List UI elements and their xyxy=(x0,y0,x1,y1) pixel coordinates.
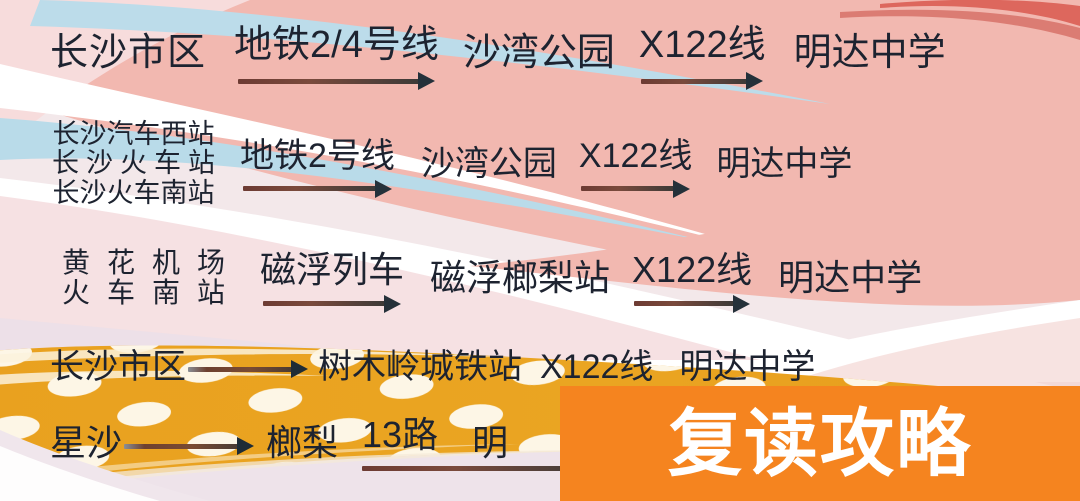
route-5-step-3-label: 明 xyxy=(472,421,509,463)
route-4-step-2-label: X122线 xyxy=(540,347,654,386)
arrow-shaft xyxy=(188,366,292,372)
route-4-step-2: X122线 xyxy=(540,347,654,386)
arrow-shaft xyxy=(581,186,675,192)
route-3-step-2-label: 磁浮榔梨站 xyxy=(430,256,611,298)
topic-badge-label: 复读攻略 xyxy=(668,401,972,485)
blue-ribbon-middle xyxy=(0,118,700,240)
route-2-step-1: 地铁2号线 xyxy=(240,136,395,198)
route-1-arrow-1 xyxy=(238,72,435,91)
arrow-head xyxy=(374,179,392,198)
route-row-1: 长沙市区 地铁2/4号线 沙湾公园 X122线 明达中学 xyxy=(50,24,946,91)
arrow-shaft xyxy=(238,78,419,84)
route-3-arrow-2 xyxy=(634,294,750,313)
arrow-head xyxy=(237,437,255,455)
route-2-arrow-2 xyxy=(581,179,691,198)
blue-ribbon-top xyxy=(30,0,830,104)
route-row-2: 长沙汽车西站 长沙火车站 长沙火车南站 地铁2号线 沙湾公园 X122线 明达中… xyxy=(45,116,852,212)
route-4-step-3: 明达中学 xyxy=(679,347,816,386)
route-1-step-1-label: 地铁2/4号线 xyxy=(234,24,439,67)
route-1-step-3: X122线 xyxy=(638,24,766,91)
route-3-step-1: 磁浮列车 xyxy=(260,248,405,313)
route-5-step-2-label: 13路 xyxy=(362,413,439,455)
route-5-arrow-1 xyxy=(124,437,255,455)
route-1-step-3-label: X122线 xyxy=(638,24,766,67)
route-2-origin: 长沙汽车西站 长沙火车站 长沙火车南站 xyxy=(45,119,222,208)
route-2-arrow-1 xyxy=(243,179,392,198)
route-row-5: 星沙 榔梨 13路 明 xyxy=(50,413,613,478)
route-3-origin-label-2: 火车南站 xyxy=(62,277,243,308)
route-5-step-3: 明 xyxy=(472,421,509,463)
route-5-step-1: 榔梨 xyxy=(266,421,339,463)
route-5-step-2: 13路 xyxy=(362,413,613,478)
route-3-step-3-label: X122线 xyxy=(632,248,753,290)
route-2-step-1-label: 地铁2号线 xyxy=(240,136,395,175)
route-3-step-1-label: 磁浮列车 xyxy=(260,248,405,290)
route-2-origin-label-1: 长沙汽车西站 xyxy=(52,119,215,150)
route-3-step-3: X122线 xyxy=(632,248,753,313)
route-3-origin-label-1: 黄花机场 xyxy=(62,246,243,278)
arrow-shaft xyxy=(634,301,734,307)
white-ribbon-upper xyxy=(0,64,760,250)
arrow-head xyxy=(417,72,435,91)
route-2-step-2-label: 沙湾公园 xyxy=(420,144,557,183)
route-1-step-4: 明达中学 xyxy=(794,33,946,74)
route-row-4: 长沙市区 树木岭城铁站 X122线 明达中学 xyxy=(50,344,815,390)
route-1-step-2: 沙湾公园 xyxy=(463,33,615,74)
route-3-step-4-label: 明达中学 xyxy=(778,256,923,298)
route-2-step-4-label: 明达中学 xyxy=(716,144,853,183)
arrow-shaft xyxy=(124,443,239,449)
route-1-step-1: 地铁2/4号线 xyxy=(234,24,439,91)
route-4-origin-label: 长沙市区 xyxy=(50,347,186,386)
route-3-origin: 黄花机场 火车南站 xyxy=(45,246,243,308)
route-2-origin-label-3: 长沙火车南站 xyxy=(52,177,215,208)
route-1-origin-label: 长沙市区 xyxy=(50,32,207,75)
pink-swoosh-right xyxy=(470,150,1080,306)
arrow-head xyxy=(291,360,308,378)
topic-badge[interactable]: 复读攻略 xyxy=(560,386,1080,501)
route-4-arrow-1 xyxy=(188,360,308,378)
route-2-origin-label-2: 长沙火车站 xyxy=(52,148,222,179)
arrow-head xyxy=(384,294,402,313)
route-3-arrow-1 xyxy=(262,294,402,313)
route-1-step-2-label: 沙湾公园 xyxy=(462,32,615,75)
arrow-shaft xyxy=(641,78,748,84)
route-5-origin: 星沙 xyxy=(50,421,123,463)
route-4-step-3-label: 明达中学 xyxy=(679,347,816,386)
route-2-step-4: 明达中学 xyxy=(716,144,853,183)
route-2-step-3: X122线 xyxy=(578,136,693,198)
route-row-3: 黄花机场 火车南站 磁浮列车 磁浮榔梨站 X122线 明达中学 xyxy=(45,244,923,313)
route-1-origin: 长沙市区 xyxy=(50,33,206,74)
arrow-head xyxy=(673,179,691,198)
arrow-shaft xyxy=(262,301,386,307)
route-5-origin-label: 星沙 xyxy=(50,421,123,463)
route-2-step-3-label: X122线 xyxy=(578,136,693,175)
route-2-step-2: 沙湾公园 xyxy=(420,144,557,183)
route-5-step-1-label: 榔梨 xyxy=(266,421,339,463)
route-4-step-1-label: 树木岭城铁站 xyxy=(318,347,522,386)
arrow-head xyxy=(746,72,764,91)
route-3-step-2: 磁浮榔梨站 xyxy=(430,256,611,298)
route-1-step-4-label: 明达中学 xyxy=(793,32,946,75)
arrow-shaft xyxy=(243,186,376,192)
route-3-step-4: 明达中学 xyxy=(778,256,923,298)
arrow-head xyxy=(732,294,750,313)
route-1-arrow-2 xyxy=(641,72,764,91)
route-4-origin: 长沙市区 xyxy=(50,347,186,386)
route-4-step-1: 树木岭城铁站 xyxy=(318,347,522,386)
arrow-shaft xyxy=(362,466,597,472)
